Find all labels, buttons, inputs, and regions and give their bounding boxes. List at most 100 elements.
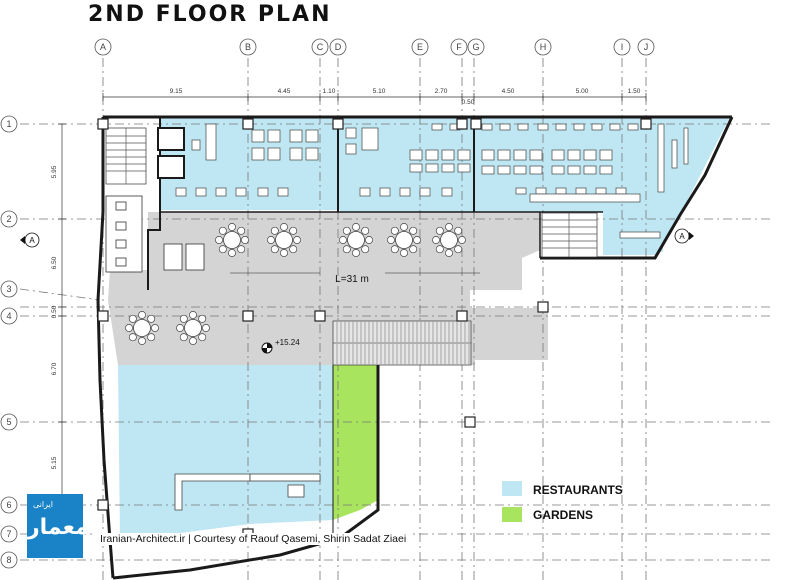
table-top: [133, 319, 151, 337]
dim-left-2: 6.50: [51, 256, 58, 269]
wc-fixture: [115, 201, 127, 211]
col-bubble-C: [311, 38, 329, 56]
walls: [96, 115, 734, 580]
dim-top-small: 0.50: [462, 99, 475, 106]
column: [464, 416, 476, 428]
chair: [445, 249, 453, 257]
elevation-label: +15.24: [275, 338, 300, 347]
table: [441, 187, 453, 197]
table: [205, 123, 217, 161]
col-bubble-B: [239, 38, 257, 56]
table: [419, 187, 431, 197]
table: [399, 187, 411, 197]
chair: [189, 337, 197, 345]
table: [345, 127, 357, 139]
garden-zone: [333, 365, 378, 520]
elevator-1: [157, 127, 185, 151]
table: [267, 147, 281, 161]
chair: [241, 236, 249, 244]
chair: [138, 311, 146, 319]
col-label-D: D: [335, 42, 342, 52]
elevation-marker: +15.24: [261, 338, 300, 354]
table-top: [184, 319, 202, 337]
table: [359, 187, 371, 197]
table: [215, 187, 227, 197]
row-label-6: 6: [6, 500, 11, 510]
chair: [352, 249, 360, 257]
table: [305, 129, 319, 143]
row-label-7: 7: [6, 529, 11, 539]
top-dimension-line: [102, 93, 647, 101]
bench: [529, 193, 641, 203]
chair: [400, 223, 408, 231]
table: [551, 165, 565, 175]
chair: [454, 226, 463, 235]
col-label-C: C: [317, 42, 324, 52]
corridor-zone: [108, 212, 548, 365]
chair: [409, 245, 418, 254]
table: [409, 163, 423, 173]
row-bubble-5: [0, 413, 18, 431]
chair: [361, 245, 370, 254]
dim-left-1: 5.95: [51, 165, 58, 178]
table: [409, 149, 423, 161]
chair: [228, 223, 236, 231]
table: [599, 149, 613, 161]
col-bubble-I: [613, 38, 631, 56]
dim-top-6: 4.50: [502, 88, 515, 95]
round-tables: [125, 223, 466, 345]
table: [257, 187, 269, 197]
round-table: [339, 223, 373, 257]
chair: [409, 226, 418, 235]
table: [567, 149, 581, 161]
dim-top-4: 5.10: [373, 88, 386, 95]
wc-fixture: [115, 257, 127, 267]
section-marker-west-label: A: [29, 236, 35, 245]
section-marker-east-label: A: [679, 232, 685, 241]
dim-top-5: 2.70: [435, 88, 448, 95]
table: [441, 163, 455, 173]
table: [513, 149, 527, 161]
east-benches: [529, 123, 689, 239]
column: [242, 118, 254, 130]
table: [555, 123, 567, 131]
legend-label-restaurants: RESTAURANTS: [533, 483, 623, 497]
table: [515, 187, 527, 195]
chair: [270, 245, 279, 254]
row-label-3: 3: [6, 284, 11, 294]
row-label-1: 1: [6, 119, 11, 129]
chair: [445, 223, 453, 231]
image-credit: Iranian-Architect.ir | Courtesy of Raouf…: [96, 533, 411, 545]
table: [425, 163, 439, 173]
chair: [342, 245, 351, 254]
legend-label-gardens: GARDENS: [533, 508, 593, 522]
chair: [237, 245, 246, 254]
row-bubble-6: [0, 496, 18, 514]
chair: [293, 236, 301, 244]
table-top: [223, 231, 241, 249]
column: [332, 118, 344, 130]
chair: [280, 223, 288, 231]
table: [267, 129, 281, 143]
column: [97, 499, 109, 511]
col-label-I: I: [621, 42, 624, 52]
restaurant-zone-south: [118, 365, 333, 540]
dim-left-4: 6.70: [51, 362, 58, 375]
table: [609, 123, 621, 131]
chair: [176, 324, 184, 332]
table: [517, 123, 529, 131]
chair: [280, 249, 288, 257]
corridor-length-label: L=31 m: [335, 274, 369, 285]
chair: [390, 245, 399, 254]
row-label-2: 2: [6, 214, 11, 224]
row-bubble-1: [0, 115, 18, 133]
wc-fixture: [115, 221, 127, 231]
service-room: [185, 243, 205, 271]
service-room: [163, 243, 183, 271]
table: [573, 123, 585, 131]
table: [583, 165, 597, 175]
table: [235, 187, 247, 197]
dim-left-5: 5.15: [51, 456, 58, 469]
table: [497, 165, 511, 175]
table: [537, 123, 549, 131]
